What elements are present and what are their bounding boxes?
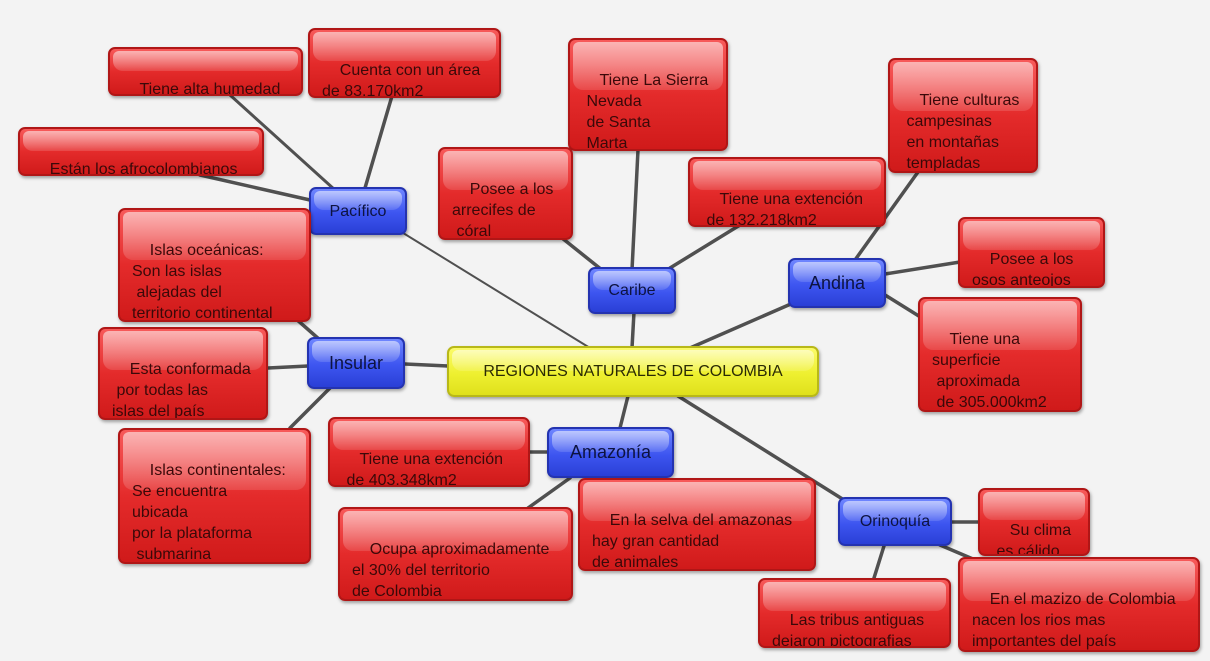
fact-label: Posee a los osos anteojos [972, 251, 1074, 288]
fact-label: Su clima es cálido [996, 522, 1072, 556]
fact-label: Cuenta con un área de 83.170km2 [322, 62, 481, 98]
region-andina-label: Andina [808, 272, 866, 293]
fact-caribe-extencion: Tiene una extención de 132.218km2 [688, 157, 886, 227]
region-caribe: Caribe [588, 267, 676, 314]
fact-label: Están los afrocolombianos [49, 161, 238, 176]
fact-label: Las tribus antiguas dejaron pictografias [772, 612, 925, 648]
region-orinoquia: Orinoquía [838, 497, 952, 546]
fact-label: Islas oceánicas: Son las islas alejadas … [132, 242, 273, 322]
fact-label: Tiene La Sierra Nevada de Santa Marta [586, 72, 709, 151]
connector-car-arrecifes [560, 236, 604, 272]
region-andina: Andina [788, 258, 886, 308]
fact-pacifico-area: Cuenta con un área de 83.170km2 [308, 28, 501, 98]
fact-insular-conformada: Esta conformada por todas las islas del … [98, 327, 268, 420]
fact-orinoquia-clima: Su clima es cálido [978, 488, 1090, 556]
fact-pacifico-afro: Están los afrocolombianos [18, 127, 264, 176]
connector-and-culturas [853, 170, 920, 262]
connector-ama-ocupa [526, 476, 572, 510]
fact-label: Esta conformada por todas las islas del … [112, 361, 251, 420]
region-pacifico: Pacífico [309, 187, 407, 235]
fact-amazonia-extencion: Tiene una extención de 403.348km2 [328, 417, 530, 487]
connector-and-osos [883, 260, 962, 276]
fact-insular-oceanicas: Islas oceánicas: Son las islas alejadas … [118, 208, 311, 322]
connector-center-pacifico [394, 227, 591, 349]
connector-car-extencion [668, 223, 742, 270]
fact-caribe-arrecifes: Posee a los arrecifes de córal [438, 147, 573, 240]
region-insular: Insular [307, 337, 405, 389]
fact-label: En la selva del amazonas hay gran cantid… [592, 512, 793, 571]
connector-pac-area [363, 94, 394, 190]
connector-center-orinoquia [676, 394, 854, 507]
connector-center-amazonia [618, 394, 630, 430]
connector-car-sierra [630, 148, 640, 272]
connector-ins-conformada [266, 364, 310, 370]
fact-label: Ocupa aproximadamente el 30% del territo… [352, 541, 550, 600]
connector-and-superficie [883, 293, 924, 320]
region-caribe-label: Caribe [608, 282, 656, 299]
fact-orinoquia-tribus: Las tribus antiguas dejaron pictografias [758, 578, 951, 648]
fact-pacifico-humedad: Tiene alta humedad [108, 47, 303, 96]
fact-label: Posee a los arrecifes de córal [452, 181, 554, 240]
fact-andina-osos: Posee a los osos anteojos [958, 217, 1105, 288]
connector-center-andina [688, 298, 802, 350]
region-orinoquia-label: Orinoquía [859, 513, 931, 530]
fact-label: Tiene una superficie aproximada de 305.0… [932, 331, 1047, 411]
region-amazonia-label: Amazonía [569, 442, 652, 462]
fact-caribe-sierra: Tiene La Sierra Nevada de Santa Marta [568, 38, 728, 151]
center-topic-label: REGIONES NATURALES DE COLOMBIA [483, 363, 783, 380]
connector-center-insular [403, 362, 450, 368]
fact-label: Tiene alta humedad [139, 81, 281, 96]
connector-pac-afro [198, 173, 312, 202]
fact-amazonia-ocupa: Ocupa aproximadamente el 30% del territo… [338, 507, 573, 601]
fact-andina-culturas: Tiene culturas campesinas en montañas te… [888, 58, 1038, 173]
connector-center-caribe [630, 310, 636, 350]
region-amazonia: Amazonía [547, 427, 674, 478]
connector-ori-tribus [872, 544, 886, 580]
fact-label: Islas continentales: Se encuentra ubicad… [132, 462, 286, 563]
center-topic: REGIONES NATURALES DE COLOMBIA [447, 346, 819, 397]
connector-pac-humedad [228, 93, 337, 192]
region-pacifico-label: Pacífico [329, 202, 387, 220]
region-insular-label: Insular [328, 352, 384, 373]
connector-ins-continentales [288, 386, 332, 430]
fact-orinoquia-mazizo: En el mazizo de Colombia nacen los rios … [958, 557, 1200, 652]
fact-amazonia-selva: En la selva del amazonas hay gran cantid… [578, 478, 816, 571]
fact-label: En el mazizo de Colombia nacen los rios … [972, 591, 1176, 650]
fact-label: Tiene una extención de 403.348km2 [346, 451, 504, 487]
fact-label: Tiene una extención de 132.218km2 [706, 191, 864, 227]
fact-insular-continentales: Islas continentales: Se encuentra ubicad… [118, 428, 311, 564]
fact-andina-superficie: Tiene una superficie aproximada de 305.0… [918, 297, 1082, 412]
fact-label: Tiene culturas campesinas en montañas te… [906, 92, 1020, 172]
